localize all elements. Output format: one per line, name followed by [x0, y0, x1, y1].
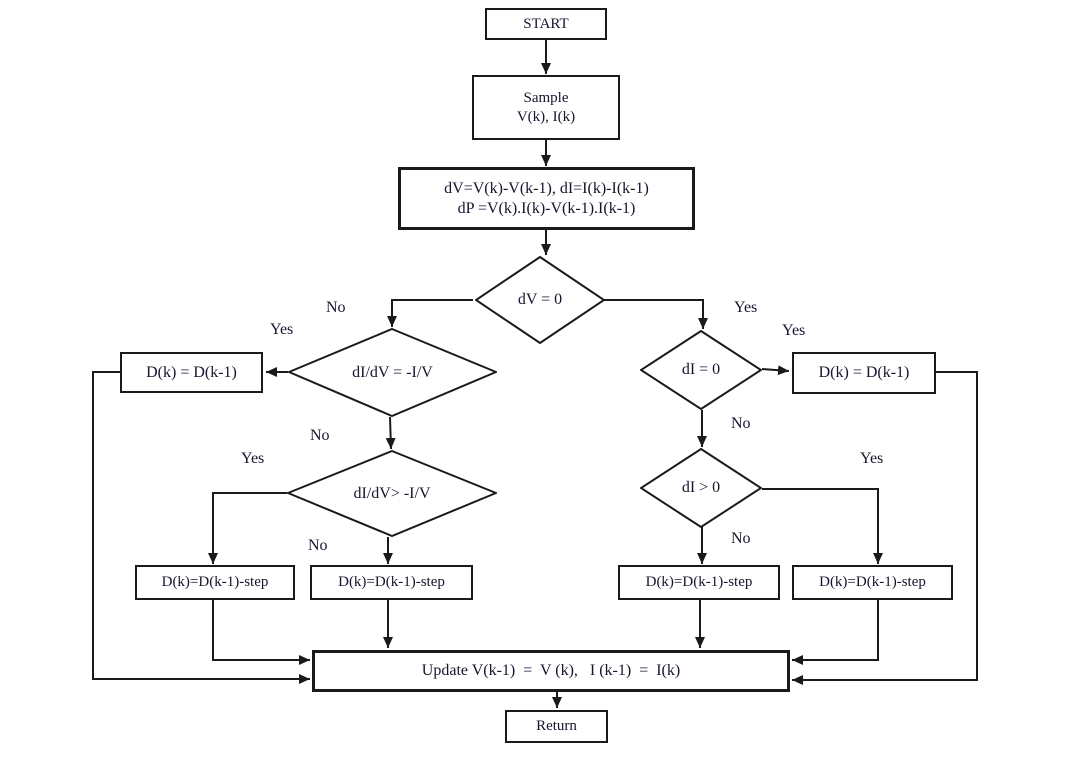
- edge-didvgt-yes: [208, 492, 287, 564]
- hold-right-label: D(k) = D(k-1): [818, 364, 910, 381]
- decision-dv-zero: dV = 0: [475, 256, 605, 344]
- label-didv-eq-no: No: [310, 427, 330, 444]
- label-di-gt-no: No: [731, 530, 751, 547]
- decision-di-gt: dI > 0: [640, 448, 762, 528]
- edge-step4-update: [792, 600, 879, 665]
- step1-node: D(k)=D(k-1)-step: [135, 565, 295, 600]
- calc-label-line1: dV=V(k)-V(k-1), dI=I(k)-I(k-1): [444, 179, 649, 197]
- edge-digt-yes: [762, 488, 883, 564]
- diamond-shape: [475, 256, 605, 344]
- step2-node: D(k)=D(k-1)-step: [310, 565, 473, 600]
- label-dv-no: No: [326, 299, 346, 316]
- step2-label: D(k)=D(k-1)-step: [338, 574, 445, 591]
- calc-label-line2: dP =V(k).I(k)-V(k-1).I(k-1): [457, 199, 636, 217]
- edge-dvzero-no: [387, 299, 473, 327]
- decision-didv-gt: dI/dV> -I/V: [287, 450, 497, 537]
- edge-dvzero-yes: [603, 299, 708, 329]
- start-label: START: [523, 15, 569, 32]
- return-label: Return: [536, 718, 577, 735]
- decision-di-zero: dI = 0: [640, 330, 762, 410]
- label-didv-gt-no: No: [308, 537, 328, 554]
- sample-node: Sample V(k), I(k): [472, 75, 620, 140]
- calc-node: dV=V(k)-V(k-1), dI=I(k)-I(k-1) dP =V(k).…: [398, 167, 695, 230]
- edge-step1-update: [212, 600, 310, 665]
- edge-holdright-update: [792, 371, 978, 685]
- update-label: Update V(k-1) = V (k), I (k-1) = I(k): [421, 662, 681, 679]
- step3-node: D(k)=D(k-1)-step: [618, 565, 780, 600]
- dv-zero-label: dV = 0: [517, 291, 563, 308]
- diamond-shape: [288, 328, 497, 417]
- label-dv-yes: Yes: [734, 299, 758, 316]
- diamond-shape: [640, 448, 762, 528]
- didv-eq-label: dI/dV = -I/V: [352, 363, 433, 381]
- diamond-shape: [287, 450, 497, 537]
- start-node: START: [485, 8, 607, 40]
- edge-dizero-yes: [761, 365, 790, 376]
- decision-didv-eq: dI/dV = -I/V: [288, 328, 497, 417]
- label-di-gt-yes: Yes: [860, 450, 884, 467]
- edge-holdleft-update: [92, 371, 310, 684]
- hold-left-node: D(k) = D(k-1): [120, 352, 263, 393]
- di-gt-label: dI > 0: [681, 479, 721, 496]
- label-didv-eq-yes: Yes: [270, 321, 294, 338]
- label-didv-gt-yes: Yes: [241, 450, 265, 467]
- sample-label-line2: V(k), I(k): [516, 108, 576, 125]
- update-node: Update V(k-1) = V (k), I (k-1) = I(k): [312, 650, 790, 692]
- step4-label: D(k)=D(k-1)-step: [819, 574, 926, 591]
- sample-label-line1: Sample: [523, 89, 569, 106]
- edge-didveq-no: [385, 416, 396, 450]
- return-node: Return: [505, 710, 608, 743]
- label-di-zero-no: No: [731, 415, 751, 432]
- di-zero-label: dI = 0: [681, 361, 721, 378]
- hold-right-node: D(k) = D(k-1): [792, 352, 936, 394]
- step4-node: D(k)=D(k-1)-step: [792, 565, 953, 600]
- label-di-zero-yes: Yes: [782, 322, 806, 339]
- step1-label: D(k)=D(k-1)-step: [161, 574, 269, 591]
- hold-left-label: D(k) = D(k-1): [146, 363, 237, 381]
- step3-label: D(k)=D(k-1)-step: [645, 574, 753, 591]
- diamond-shape: [640, 330, 762, 410]
- didv-gt-label: dI/dV> -I/V: [353, 484, 431, 502]
